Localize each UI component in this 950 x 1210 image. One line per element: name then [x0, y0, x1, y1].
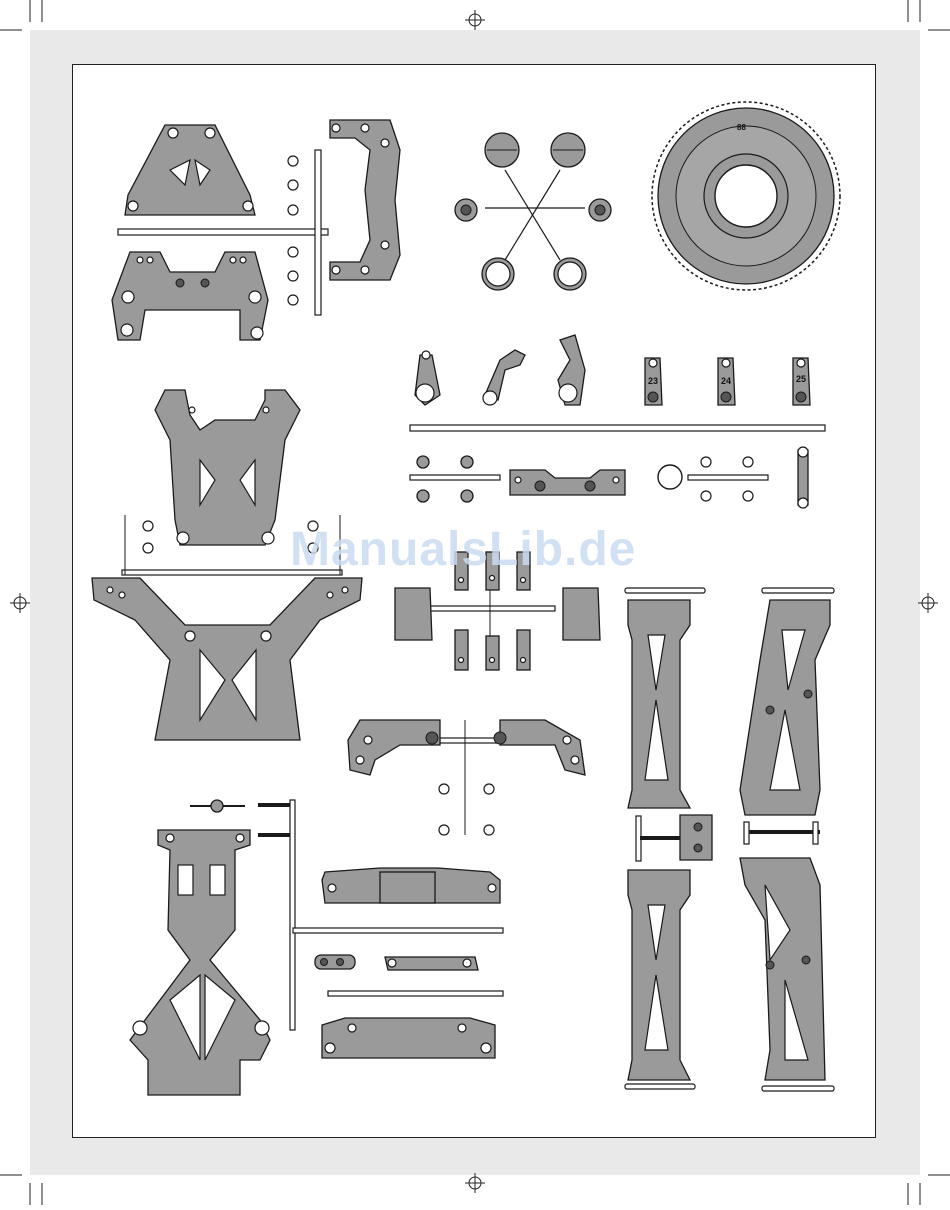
lower-chassis-plate: [130, 800, 270, 1095]
lower-sprue: [258, 800, 503, 1030]
shock-mounts-sprue: [348, 720, 585, 835]
small-links: [315, 955, 495, 1058]
part-number-24: 24: [721, 376, 731, 386]
gear-tooth-count-label: 88: [737, 123, 746, 132]
suspension-arms-right: [740, 588, 834, 1091]
watermark-text: ManualsLib.de: [290, 522, 636, 577]
spur-gear: [652, 102, 840, 290]
rear-shock-tower: [155, 390, 300, 545]
suspension-arms-left: [625, 588, 712, 1089]
part-number-25: 25: [796, 374, 806, 384]
part-number-23: 23: [648, 376, 658, 386]
diff-parts-sprue: [455, 133, 611, 290]
front-bulkhead: [112, 252, 268, 340]
body-mount-bracket: [330, 120, 400, 280]
battery-brace: [322, 868, 500, 903]
rear-bulkhead-brace: [92, 578, 362, 740]
steering-parts-sprue: [410, 335, 825, 508]
